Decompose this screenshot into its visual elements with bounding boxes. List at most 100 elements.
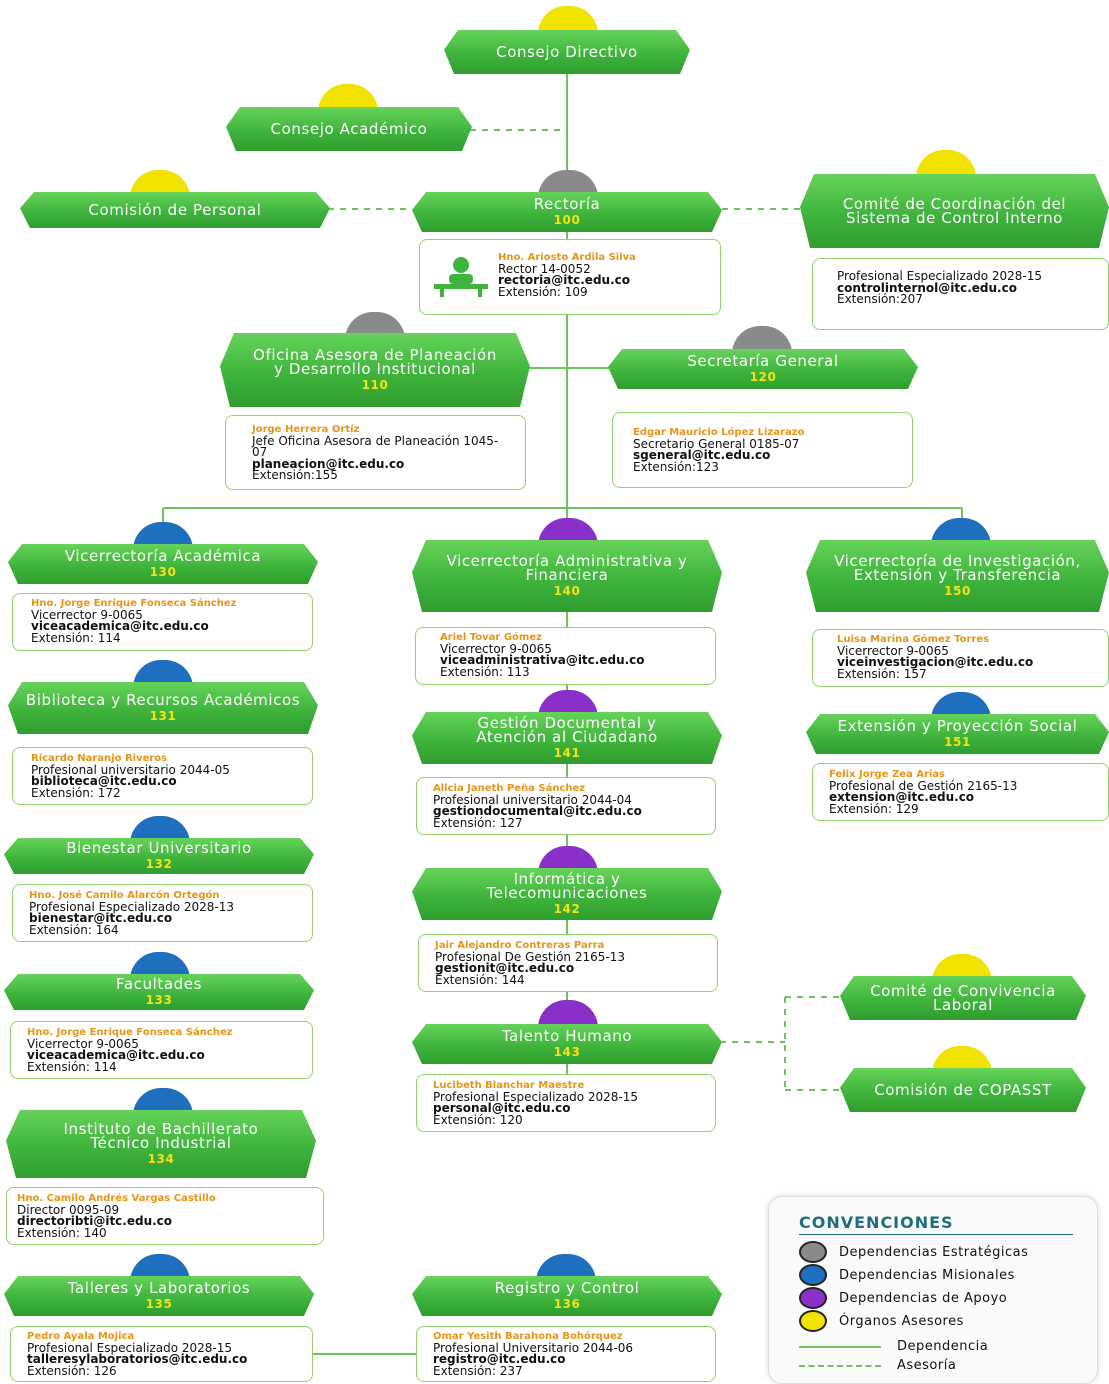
person-role: Profesional De Gestión 2165-13 [435,949,625,964]
email-link[interactable]: extension@itc.edu.co [829,790,975,804]
node-code: 110 [361,378,389,392]
person-role: Profesional Especializado 2028-13 [29,899,235,914]
legend-item-advisory: Órganos Asesores [799,1310,964,1332]
person-name: Hno. Jorge Enrique Fonseca Sánchez [27,1027,233,1038]
node-title: Oficina Asesora de Planeación y Desarrol… [253,346,497,378]
legend-divider [799,1234,1073,1235]
email-link[interactable]: viceinvestigacion@itc.edu.co [837,655,1034,669]
email-link[interactable]: rectoria@itc.edu.co [498,273,630,287]
extension-text: Extensión: 126 [27,1363,117,1378]
email-link[interactable]: bienestar@itc.edu.co [29,911,173,925]
node-title: Vicerrectoría Académica [64,547,262,565]
person-role: Profesional universitario 2044-04 [433,792,632,807]
person-role: Profesional Universitario 2044-06 [433,1340,634,1355]
email-link[interactable]: gestiondocumental@itc.edu.co [433,804,642,818]
email-link[interactable]: gestionit@itc.edu.co [435,961,575,975]
email-link[interactable]: viceadministrativa@itc.edu.co [440,653,645,667]
node-title: Instituto de Bachillerato Técnico Indust… [63,1120,259,1152]
email-link[interactable]: personal@itc.edu.co [433,1101,571,1115]
node-code: 143 [553,1045,581,1059]
extension-text: Extensión: 109 [498,284,588,299]
person-at-desk-icon [434,257,488,297]
email-link[interactable]: directoribti@itc.edu.co [17,1214,173,1228]
legend-box: CONVENCIONES Dependencias Estratégicas D… [768,1196,1098,1384]
node-code: 131 [149,709,177,723]
node-title: Comisión de COPASST [874,1081,1052,1099]
email-link[interactable]: controlinternol@itc.edu.co [837,280,1017,295]
legend-label: Dependencias Misionales [839,1267,1015,1283]
node-title: Talento Humano [501,1027,633,1045]
purple-circle-icon [799,1287,827,1309]
person-role: Vicerrector 9-0065 [837,643,949,658]
email-link[interactable]: sgeneral@itc.edu.co [633,448,771,462]
person-role: Vicerrector 9-0065 [31,607,143,622]
node-title: Talleres y Laboratorios [67,1279,251,1297]
extension-text: Extensión:123 [633,459,719,474]
gray-circle-icon [799,1241,827,1263]
legend-label: Dependencia [897,1339,989,1354]
legend-label: Dependencias de Apoyo [839,1290,1008,1306]
node-title: Vicerrectoría de Investigación, Extensió… [834,552,1081,584]
node-code: 141 [553,746,581,760]
node-title: Facultades [115,975,202,993]
person-name: Pedro Ayala Mojica [27,1331,135,1342]
extension-text: Extensión:155 [252,468,338,482]
legend-title: CONVENCIONES [799,1213,954,1232]
extension-text: Extensión: 127 [433,815,523,830]
node-title: Bienestar Universitario [66,839,252,857]
extension-text: Extensión: 157 [837,666,927,681]
node-code: 120 [749,370,777,384]
legend-label: Dependencias Estratégicas [839,1244,1029,1260]
node-code: 130 [149,565,177,579]
node-code: 140 [553,584,581,598]
node-title: Gestión Documental y Atención al Ciudada… [476,714,658,746]
node-code: 134 [147,1152,175,1166]
extension-text: Extensión: 144 [435,972,525,987]
node-title: Informática y Telecomunicaciones [486,870,648,902]
email-link[interactable]: planeacion@itc.edu.co [252,456,405,471]
dashed-line-icon [799,1364,881,1367]
extension-text: Extensión: 113 [440,664,530,679]
node-title: Biblioteca y Recursos Académicos [25,691,301,709]
person-name: Ariel Tovar Gómez [440,632,542,643]
node-title: Rectoría [533,195,601,213]
node-title: Consejo Directivo [496,43,638,61]
node-code: 133 [145,993,173,1007]
legend-item-dashed-line: Asesoría [799,1358,956,1373]
person-name: Hno. Ariosto Ardila Silva [498,252,636,263]
node-title: Secretaría General [687,352,839,370]
person-role: Rector 14-0052 [498,261,591,276]
person-name: Jair Alejandro Contreras Parra [435,940,605,951]
person-role: Vicerrector 9-0065 [440,641,552,656]
person-name: Omar Yesith Barahona Bohórquez [433,1331,623,1342]
person-name: Ricardo Naranjo Riveros [31,753,168,764]
person-name: Jorge Herrera Ortíz [252,424,360,435]
extension-text: Extensión: 114 [31,630,121,645]
person-role: Secretario General 0185-07 [633,436,800,451]
node-title: Registro y Control [494,1279,640,1297]
extension-text: Extensión: 114 [27,1059,117,1074]
legend-label: Órganos Asesores [839,1313,964,1329]
person-name: Felix Jorge Zea Arias [829,769,946,780]
extension-text: Extensión: 140 [17,1225,107,1240]
extension-text: Extensión: 120 [433,1112,523,1127]
person-name: Hno. José Camilo Alarcón Ortegón [29,890,220,901]
node-title: Comité de Coordinación del Sistema de Co… [842,195,1067,227]
email-link[interactable]: talleresylaboratorios@itc.edu.co [27,1352,248,1366]
legend-item-support: Dependencias de Apoyo [799,1287,1007,1309]
email-link[interactable]: viceacademica@itc.edu.co [31,619,209,633]
person-name: Alicia Janeth Peña Sánchez [433,783,586,794]
node-code: 135 [145,1297,173,1311]
person-name: Hno. Camilo Andrés Vargas Castillo [17,1193,216,1204]
solid-line-icon [799,1345,881,1348]
person-role: Jefe Oficina Asesora de Planeación 1045-… [252,433,499,459]
email-link[interactable]: registro@itc.edu.co [433,1352,566,1366]
person-name: Luisa Marina Gómez Torres [837,634,990,645]
node-code: 142 [553,902,581,916]
node-code: 132 [145,857,173,871]
legend-label: Asesoría [897,1358,957,1373]
node-code: 136 [553,1297,581,1311]
email-link[interactable]: biblioteca@itc.edu.co [31,774,177,788]
yellow-circle-icon [799,1310,827,1332]
email-link[interactable]: viceacademica@itc.edu.co [27,1048,205,1062]
